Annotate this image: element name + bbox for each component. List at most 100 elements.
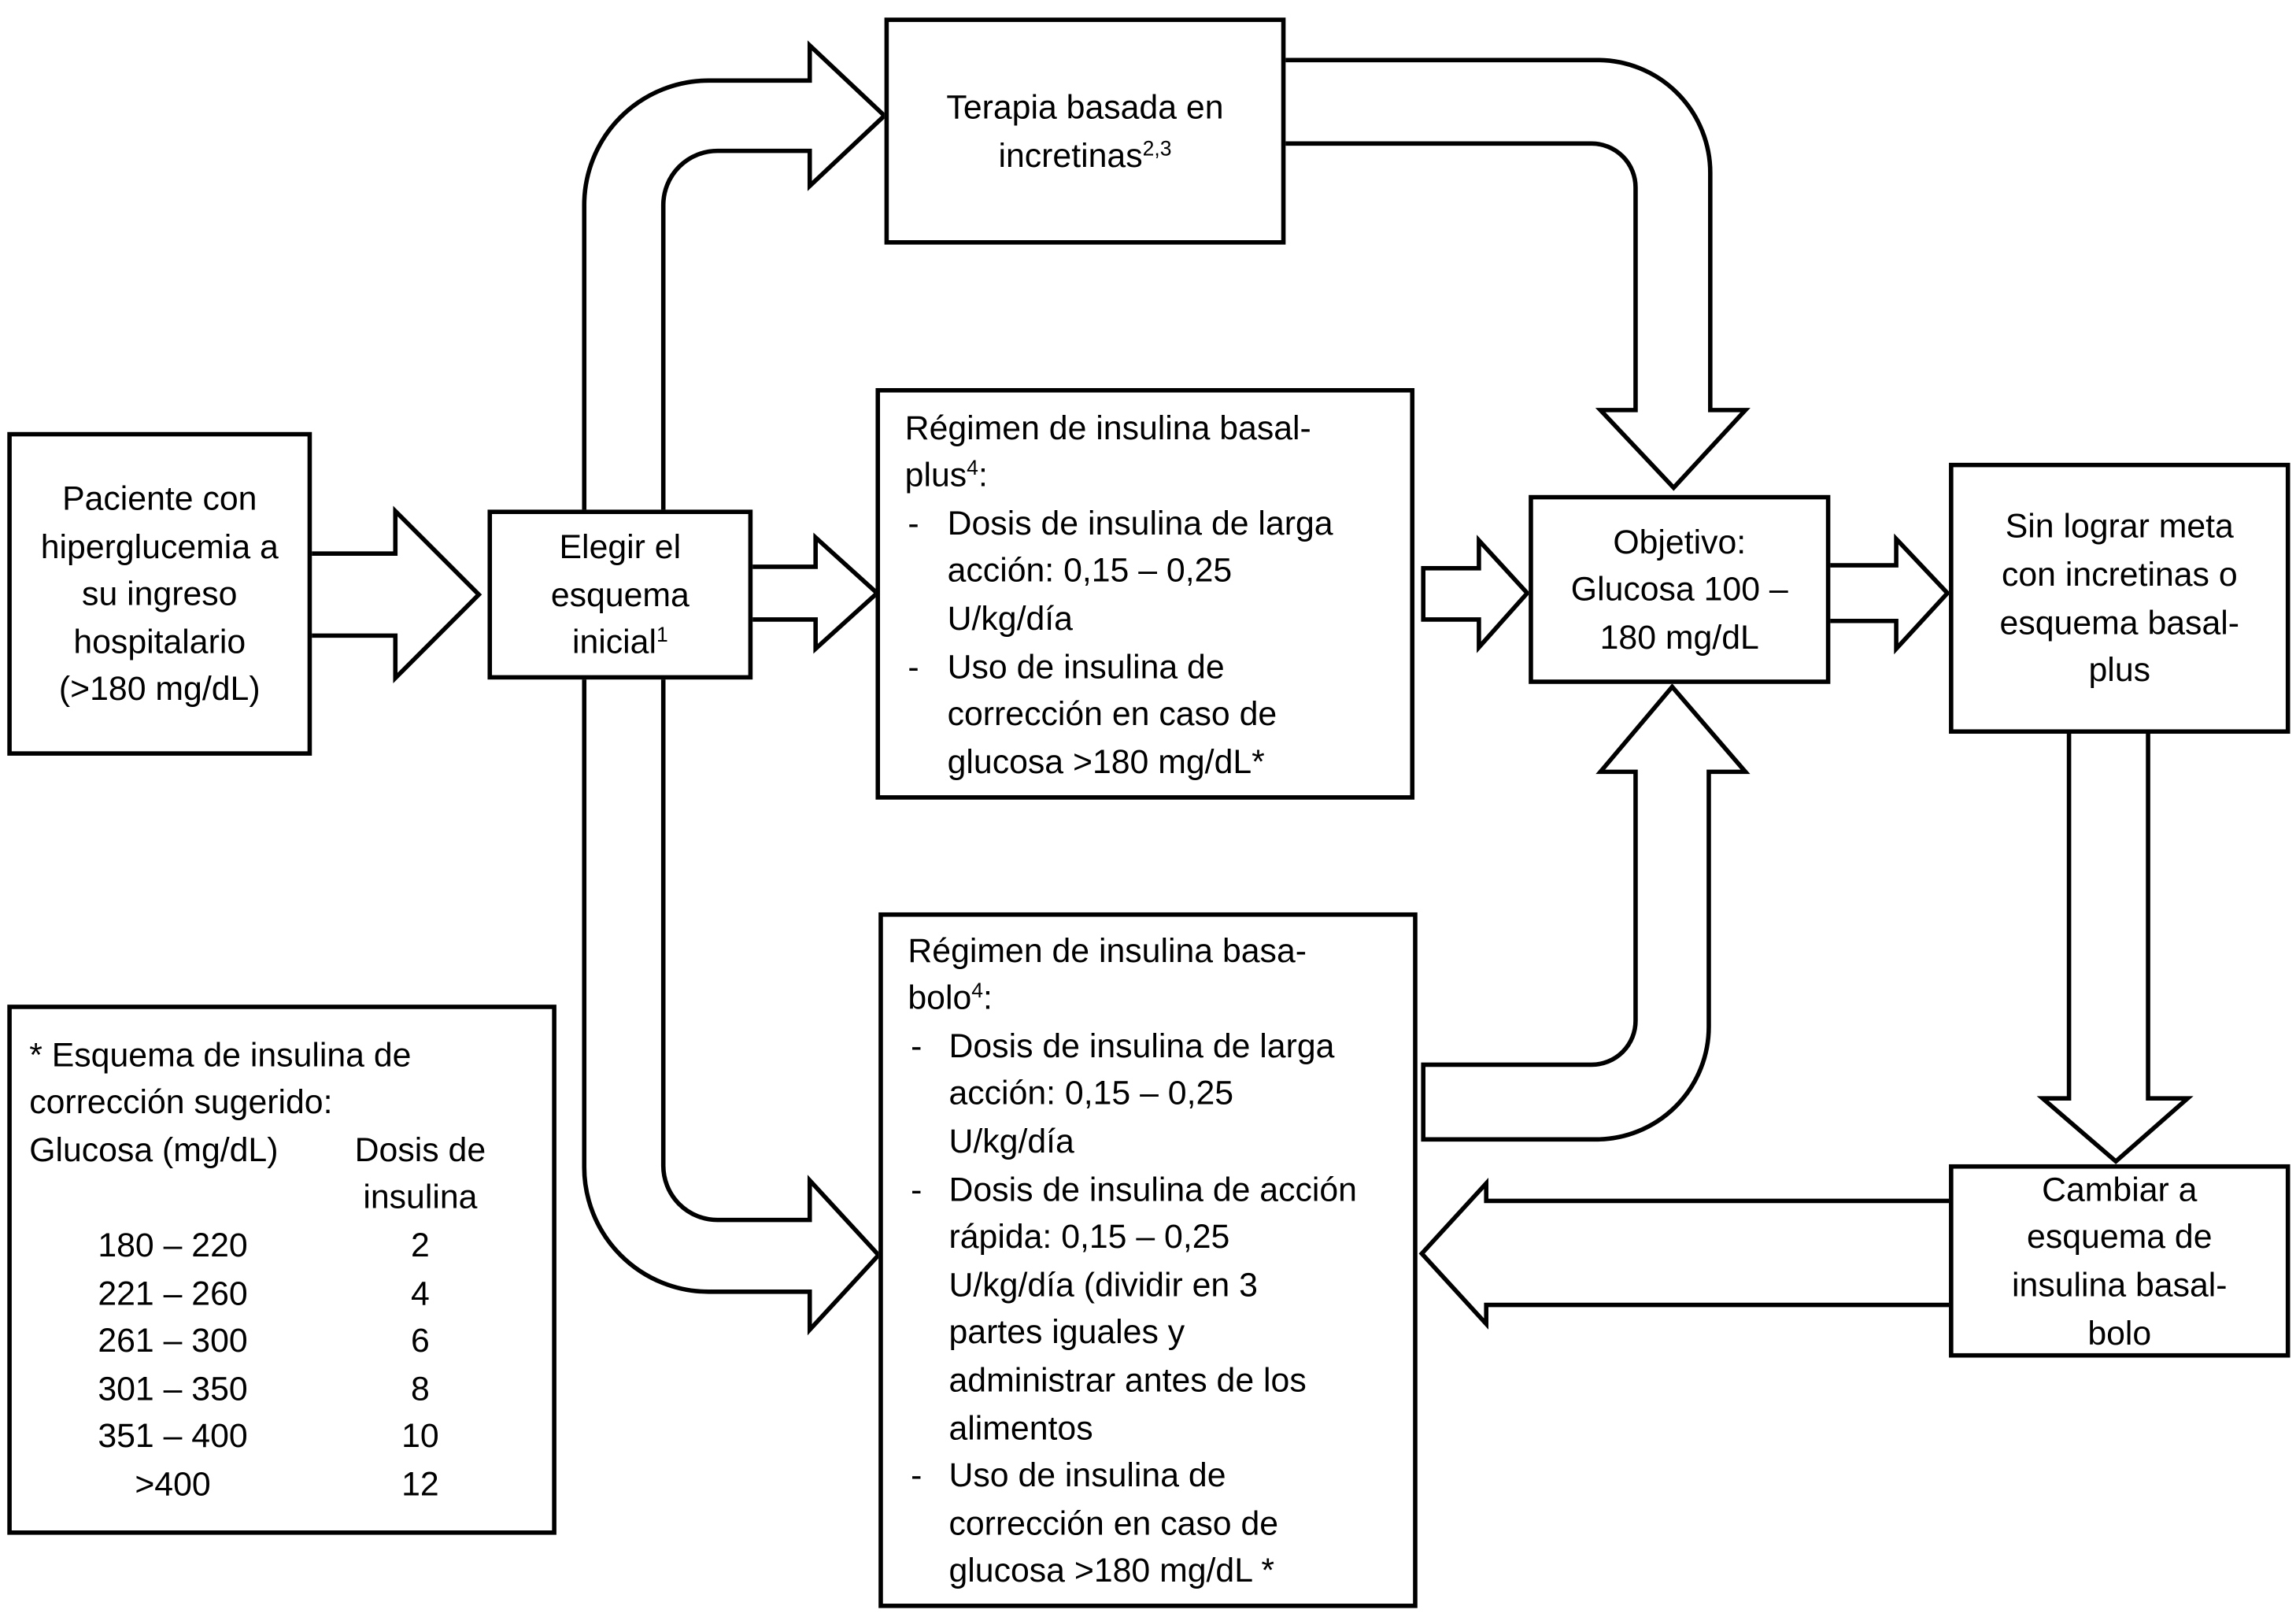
basal-plus-title: plus4:: [905, 451, 1411, 499]
table-title: corrección sugerido:: [29, 1082, 333, 1121]
list-item: - Dosis de insulina de larga acción: 0,1…: [908, 1022, 1413, 1165]
switch-scheme-box: Cambiar a esquema de insulina basal- bol…: [1949, 1164, 2290, 1358]
goal-line: 180 mg/dL: [1599, 617, 1759, 657]
column-header-dose-line: insulina: [363, 1178, 478, 1216]
footnote-ref: 4: [971, 980, 984, 1005]
glucose-cell: 301 – 350: [98, 1369, 248, 1408]
goal-box: Objetivo: Glucosa 100 – 180 mg/dL: [1529, 494, 1831, 684]
incretin-therapy-line: Terapia basada en: [946, 87, 1224, 126]
table-row: 180 – 220 2: [29, 1222, 552, 1270]
basal-plus-regimen-box: Régimen de insulina basal- plus4: - Dosi…: [875, 387, 1415, 800]
footnote-ref: 2,3: [1142, 137, 1172, 161]
goal-not-met-line: esquema basal-: [1999, 602, 2240, 641]
list-item-line: acción: 0,15 – 0,25: [947, 551, 1233, 590]
basal-plus-title: Régimen de insulina basal-: [904, 408, 1311, 446]
list-item: - Dosis de insulina de acción rápida: 0,…: [908, 1165, 1413, 1452]
bullet-marker: -: [908, 646, 919, 685]
arrow-basal-plus-to-goal: [1421, 535, 1531, 653]
table-row: 261 – 300 6: [29, 1317, 552, 1365]
list-item-line: Dosis de insulina de larga: [948, 1026, 1335, 1065]
glucose-cell: >400: [135, 1464, 211, 1503]
patient-box-line: su ingreso: [82, 574, 238, 612]
incretin-therapy-line-text: incretinas: [998, 135, 1143, 174]
list-item-line: U/kg/día: [948, 1122, 1074, 1160]
list-item: - Uso de insulina de corrección en caso …: [908, 1452, 1413, 1595]
list-item-line: acción: 0,15 – 0,25: [948, 1074, 1234, 1112]
goal-not-met-line: plus: [2088, 650, 2151, 689]
bullet-marker: -: [911, 1456, 922, 1494]
glucose-cell: 221 – 260: [98, 1273, 248, 1312]
arrow-incretin-to-goal: [1280, 57, 1751, 491]
goal-not-met-line: Sin lograr meta: [2005, 507, 2234, 546]
goal-line: Glucosa 100 –: [1570, 570, 1788, 609]
patient-box-line: hiperglucemia a: [40, 526, 279, 565]
list-item-line: administrar antes de los: [948, 1360, 1307, 1399]
table-row: >400 12: [29, 1460, 552, 1508]
basal-plus-title-colon: :: [978, 456, 988, 494]
patient-box: Paciente con hiperglucemia a su ingreso …: [7, 431, 312, 756]
list-item-line: corrección en caso de: [947, 694, 1277, 733]
list-item-line: Dosis de insulina de larga: [947, 503, 1333, 542]
switch-scheme-line: bolo: [2087, 1312, 2152, 1352]
list-item-line: corrección en caso de: [948, 1504, 1279, 1542]
table-header-row: Glucosa (mg/dL) Dosis de insulina: [29, 1126, 552, 1221]
glucose-cell: 351 – 400: [98, 1416, 248, 1456]
basal-bolus-title-colon: :: [983, 979, 993, 1017]
list-item-line: rápida: 0,15 – 0,25: [948, 1217, 1230, 1256]
list-item: - Uso de insulina de corrección en caso …: [905, 642, 1411, 786]
switch-scheme-line: esquema de: [2027, 1217, 2213, 1256]
list-item-line: alimentos: [948, 1408, 1093, 1447]
goal-line: Objetivo:: [1613, 522, 1747, 561]
dose-cell: 10: [401, 1416, 439, 1456]
dose-cell: 6: [410, 1321, 430, 1360]
arrow-not-met-to-switch: [2036, 728, 2194, 1164]
bullet-marker: -: [911, 1026, 922, 1065]
incretin-therapy-box: Terapia basada en incretinas2,3: [884, 17, 1286, 245]
arrow-switch-to-basal-bolus: [1418, 1177, 1954, 1330]
footnote-ref: 1: [656, 624, 668, 649]
goal-not-met-line: con incretinas o: [2001, 554, 2238, 594]
arrow-patient-to-choose: [306, 505, 482, 684]
list-item-line: glucosa >180 mg/dL *: [948, 1551, 1274, 1590]
basal-bolus-title-text: bolo: [908, 979, 972, 1017]
choose-scheme-line-text: inicial: [571, 623, 656, 661]
column-header-glucose: Glucosa (mg/dL): [29, 1130, 279, 1169]
footnote-ref: 4: [967, 457, 978, 482]
choose-scheme-line: esquema: [550, 575, 690, 613]
glucose-cell: 261 – 300: [98, 1321, 248, 1360]
dose-cell: 12: [401, 1464, 439, 1503]
column-header-dose-line: Dosis de: [354, 1130, 486, 1169]
patient-box-line: hospitalario: [73, 622, 246, 660]
list-item-line: Dosis de insulina de acción: [948, 1169, 1357, 1208]
basal-bolus-title: bolo4:: [908, 975, 1413, 1023]
table-row: 221 – 260 4: [29, 1269, 552, 1317]
glucose-cell: 180 – 220: [98, 1226, 248, 1264]
goal-not-met-box: Sin lograr meta con incretinas o esquema…: [1949, 462, 2290, 734]
table-row: 351 – 400 10: [29, 1412, 552, 1460]
bullet-marker: -: [908, 503, 919, 542]
list-item-line: Uso de insulina de: [947, 646, 1225, 685]
correction-scheme-table: * Esquema de insulina de corrección suge…: [7, 1005, 556, 1535]
list-item-line: glucosa >180 mg/dL*: [947, 742, 1265, 781]
column-header-dose: Dosis de insulina: [347, 1126, 494, 1221]
arrow-basal-bolus-to-goal: [1421, 683, 1751, 1142]
dose-cell: 8: [410, 1369, 430, 1408]
basal-bolus-title: Régimen de insulina basa-: [908, 931, 1307, 969]
bullet-marker: -: [911, 1169, 922, 1208]
incretin-therapy-line: incretinas2,3: [998, 131, 1171, 179]
choose-scheme-line: Elegir el: [559, 527, 682, 566]
dose-cell: 4: [410, 1273, 430, 1312]
patient-box-line: Paciente con: [62, 479, 257, 517]
arrow-choose-to-incretin: [582, 40, 888, 588]
list-item: - Dosis de insulina de larga acción: 0,1…: [905, 499, 1411, 642]
arrow-choose-to-basal-bolus: [582, 583, 882, 1336]
switch-scheme-line: Cambiar a: [2042, 1170, 2198, 1208]
dose-cell: 2: [410, 1226, 430, 1264]
table-title: * Esquema de insulina de: [29, 1034, 412, 1074]
choose-scheme-box: Elegir el esquema inicial1: [487, 509, 753, 680]
basal-plus-title-text: plus: [904, 456, 967, 494]
table-row: 301 – 350 8: [29, 1365, 552, 1413]
basal-bolus-regimen-box: Régimen de insulina basa- bolo4: - Dosis…: [878, 912, 1418, 1608]
